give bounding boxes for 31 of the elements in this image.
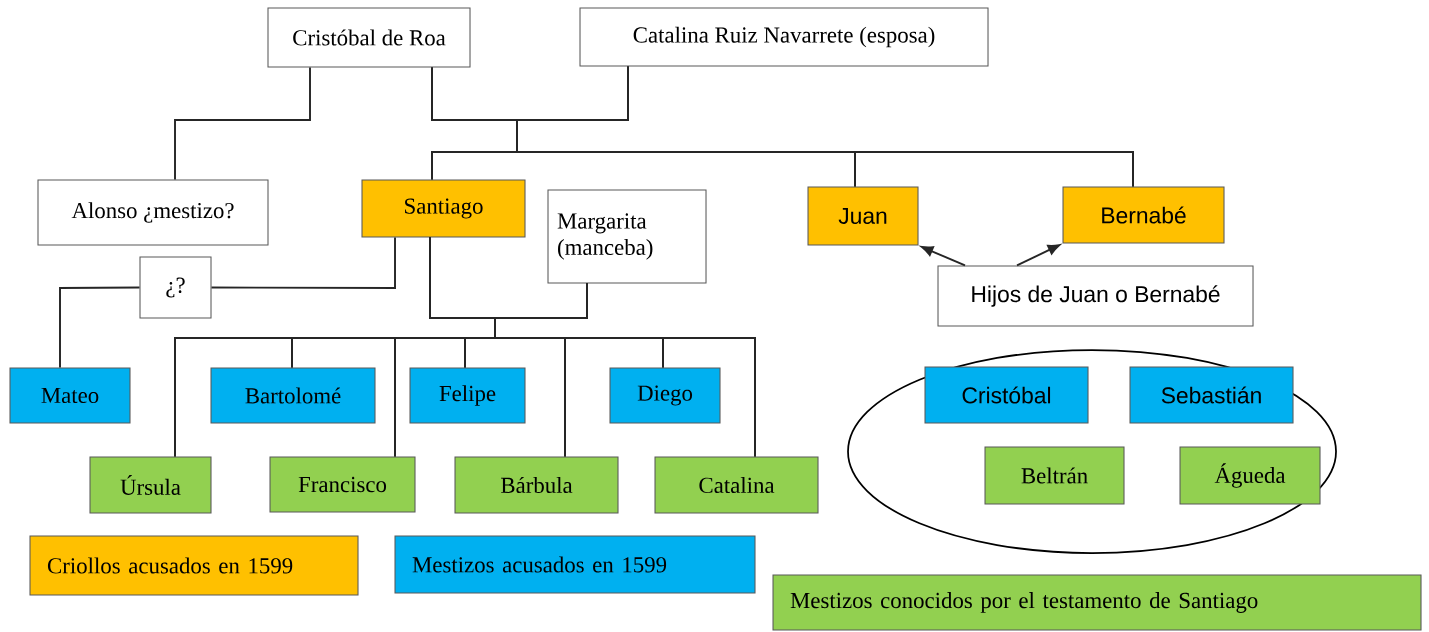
person-box: Bartolomé [210,367,376,424]
connector-line [494,282,756,458]
person-box: Diego [609,367,721,424]
person-box: Margarita (manceba) [547,189,707,284]
ellipse-outline [847,349,1337,554]
legend-box: Mestizos conocidos por el testamento de Santiago [772,574,1422,631]
person-box: Santiago [361,179,526,238]
person-box: Bernabé [1062,186,1225,244]
person-box: Hijos de Juan o Bernabé [937,265,1254,327]
connector-line [210,236,396,289]
arrow [921,246,966,267]
connector-line [174,66,311,181]
person-box: Juan [807,186,919,246]
legend-box: Criollos acusados en 1599 [29,535,359,596]
person-box: Beltrán [984,446,1125,505]
person-box: Alonso ¿mestizo? [37,179,269,246]
arrow [1016,244,1061,267]
person-box: Mateo [9,367,131,424]
person-box: Bárbula [454,456,619,514]
connector-line [59,286,141,369]
person-box: Cristóbal de Roa [267,7,471,68]
person-box: Felipe [409,367,526,424]
person-box: Catalina Ruiz Navarrete (esposa) [579,7,989,67]
person-box: Sebastián [1129,366,1294,424]
person-box: Catalina [654,456,819,514]
person-box: Francisco [269,456,416,513]
legend-box: Mestizos acusados en 1599 [394,535,756,594]
person-box: Águeda [1179,446,1321,505]
person-box: Cristóbal [924,366,1089,424]
person-box: ¿? [139,256,212,319]
person-box: Úrsula [89,456,212,514]
